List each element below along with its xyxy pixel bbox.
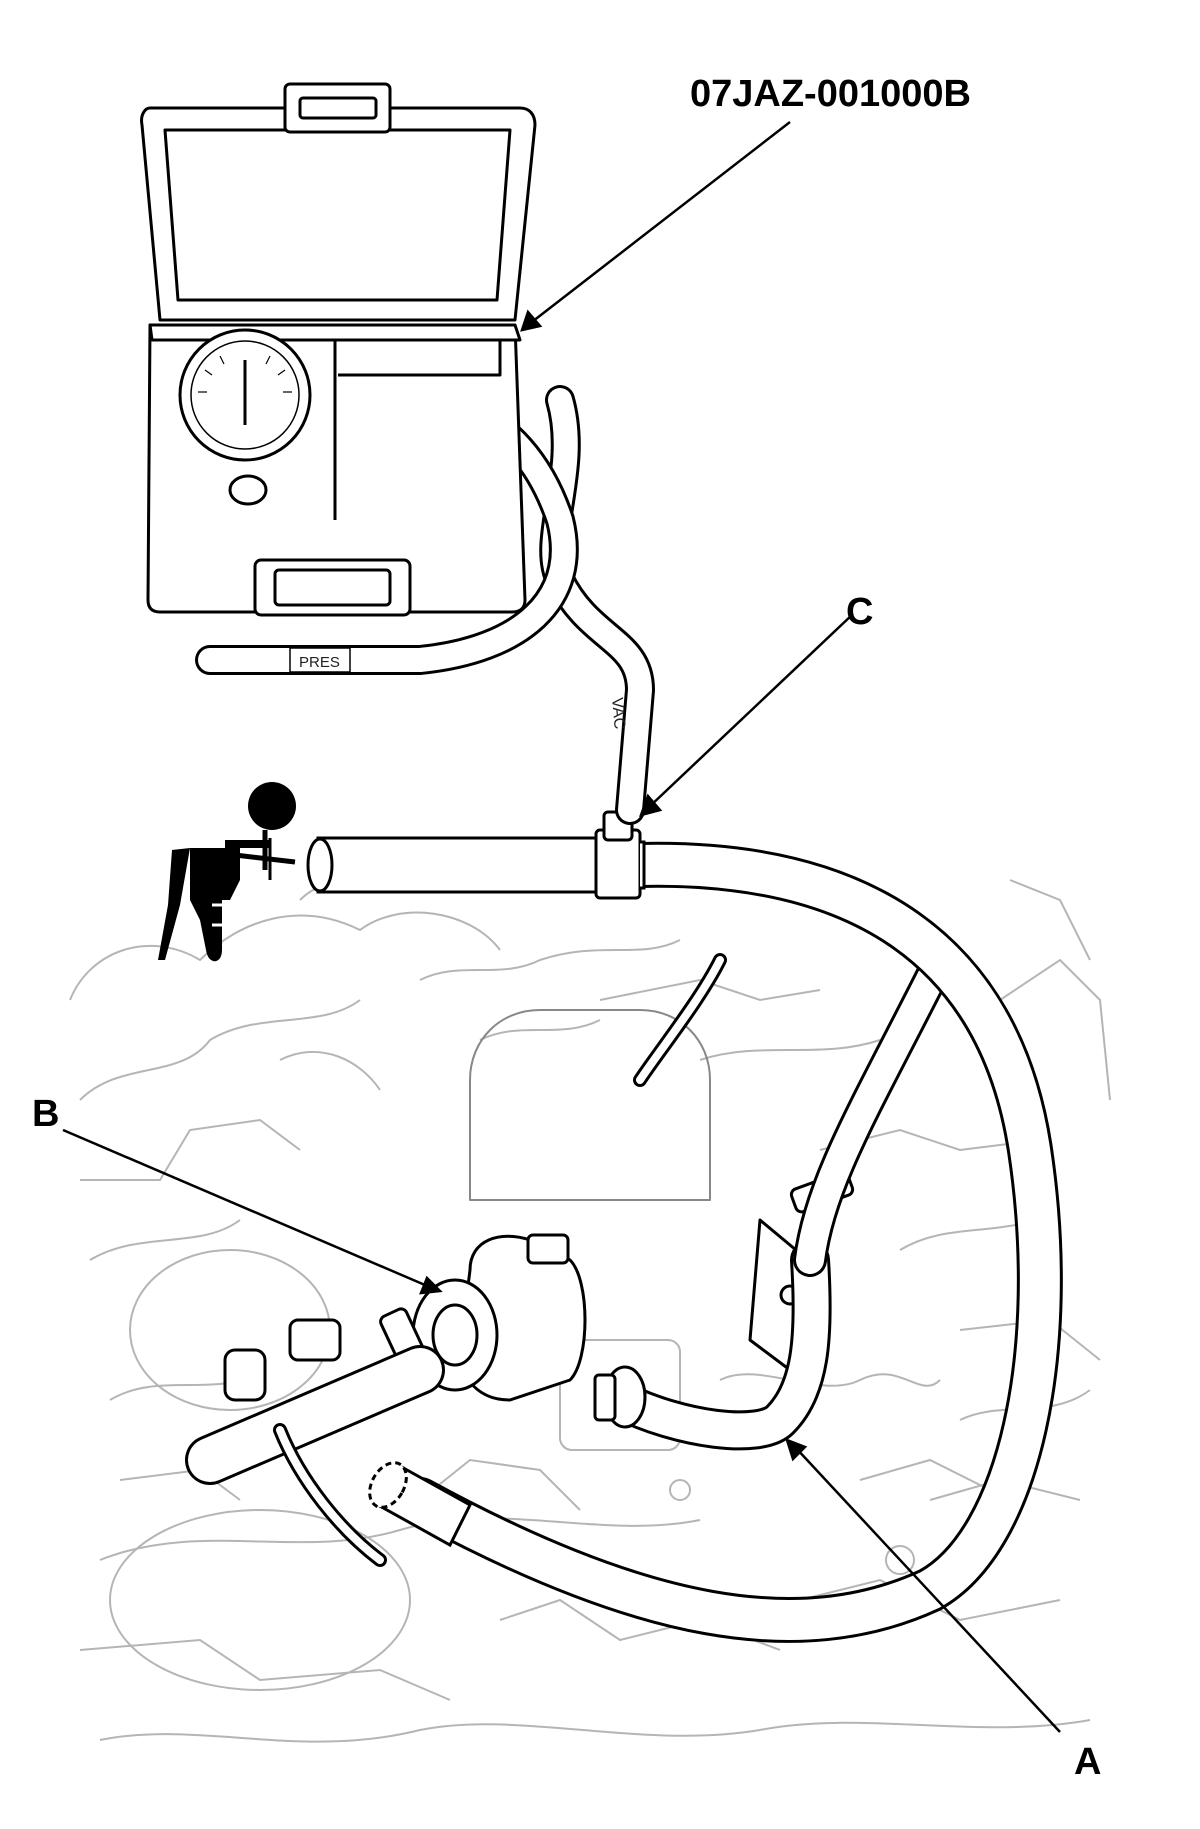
- vac-hose-marking: VAC: [608, 697, 628, 730]
- tester-kit-icon: [140, 82, 537, 617]
- vacuum-pump-icon: [158, 782, 296, 962]
- callout-a-label: A: [1074, 1741, 1101, 1783]
- t-joint-c: [594, 810, 646, 900]
- valve-left-hose: [185, 1345, 445, 1567]
- pump-hose: [306, 836, 642, 894]
- vac-hose: [539, 385, 656, 825]
- hose-connector-sleeve: [368, 1461, 472, 1548]
- test-hose-long: [397, 841, 1063, 1643]
- leader-lines: [62, 121, 1061, 1733]
- callout-c-label: C: [846, 591, 873, 633]
- callout-b-label: B: [32, 1093, 59, 1135]
- hose-a: [600, 943, 957, 1451]
- canister-and-valve-assembly: [223, 953, 855, 1402]
- pres-hose-label-band: [289, 647, 351, 673]
- tool-part-number-label: 07JAZ-001000B: [690, 73, 971, 115]
- hose-a-clamp: [593, 1365, 647, 1429]
- pressure-gauge-icon: [178, 328, 312, 462]
- pres-hose-marking: PRES: [299, 654, 340, 671]
